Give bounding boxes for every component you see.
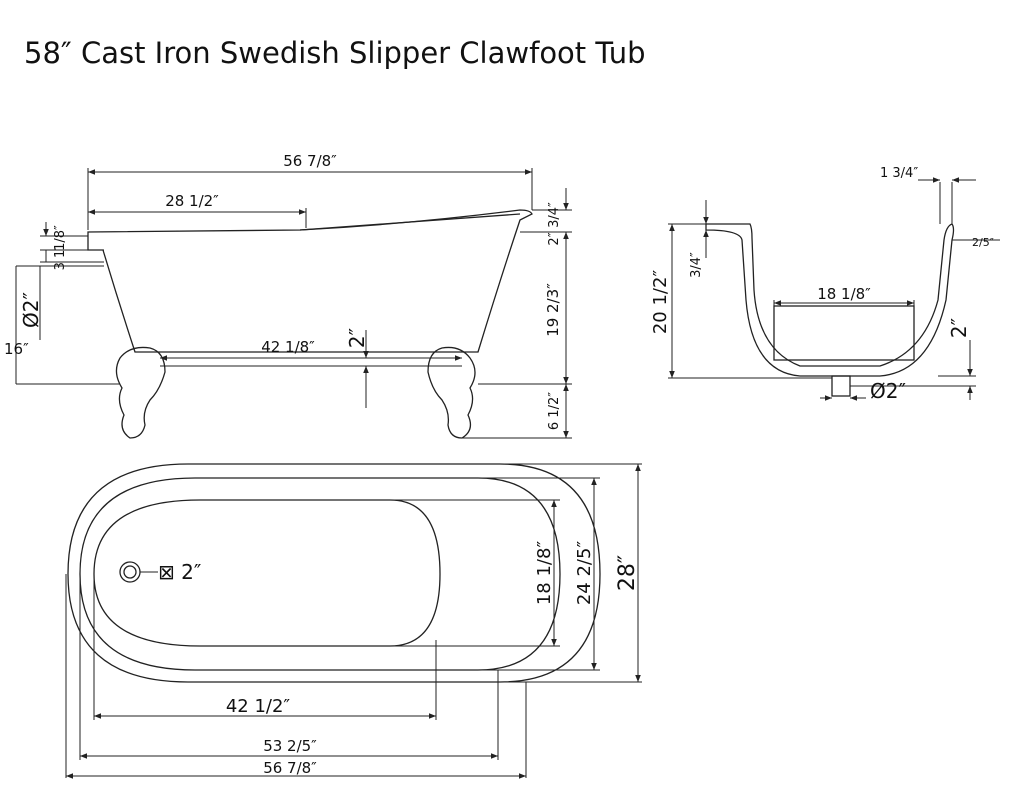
section-drain	[831, 375, 851, 397]
rim-label: 3/4″	[547, 202, 562, 228]
plan-drain	[119, 561, 141, 583]
mid-width-label: 24 2/5″	[574, 541, 595, 606]
inner-length-label: 42 1/2″	[226, 696, 291, 717]
plan-view: ⊠ 2″ 18 1/8″ 24 2/5″ 28″ 42 1/2″ 53 2/5″…	[65, 463, 642, 779]
side-view: 56 7/8″ 28 1/2″ 3/4″ 2″ 19 2/3″ 6 1/2″ 1…	[4, 152, 572, 439]
feet-gap-label: 2″	[345, 328, 369, 348]
drain-diameter-label: Ø2″	[19, 292, 43, 328]
outer-outline	[67, 463, 601, 683]
wall-label: 2/5″	[972, 236, 994, 249]
outer-width-label: 28″	[615, 555, 640, 591]
outer-length-label: 56 7/8″	[263, 759, 317, 777]
left-rim-label: 1/8″	[53, 225, 68, 251]
plan-drain-inner	[123, 565, 137, 579]
section-rim-label: 3/4″	[689, 252, 704, 278]
tub-section-outline	[705, 223, 955, 377]
overall-length-label: 56 7/8″	[283, 152, 337, 170]
rim-line	[299, 213, 521, 231]
foot-height-label: 6 1/2″	[547, 392, 562, 430]
floor-width-label: 18 1/8″	[817, 285, 871, 303]
floor-rect	[773, 305, 915, 361]
tub-side-outline	[87, 209, 533, 353]
mid-outline	[79, 477, 561, 671]
right-claw-foot	[427, 346, 476, 439]
section-view: 18 1/8″ 1 3/4″ 2/5″ 3/4″ 20 1/2″ 2″ Ø2″	[650, 166, 1000, 403]
inner-width-label: 18 1/8″	[534, 541, 555, 606]
inner-length-label: 28 1/2″	[165, 192, 219, 210]
bottom-label: 2″	[947, 318, 971, 338]
feet-spacing-label: 42 1/8″	[261, 338, 315, 356]
section-drain-label: Ø2″	[870, 379, 906, 403]
rim-offset-label: 2″	[547, 232, 562, 245]
inner-outline	[93, 499, 441, 647]
floor-to-drain-label: 16″	[4, 340, 29, 358]
mid-length-label: 53 2/5″	[263, 737, 317, 755]
left-offset-label: 3 1	[53, 250, 68, 271]
plan-drain-label: ⊠ 2″	[158, 560, 201, 584]
page-title: 58″ Cast Iron Swedish Slipper Clawfoot T…	[24, 36, 646, 70]
left-claw-foot	[115, 346, 166, 439]
wall-top-label: 1 3/4″	[880, 166, 918, 181]
height-label: 20 1/2″	[650, 270, 671, 335]
body-height-label: 19 2/3″	[544, 283, 562, 337]
